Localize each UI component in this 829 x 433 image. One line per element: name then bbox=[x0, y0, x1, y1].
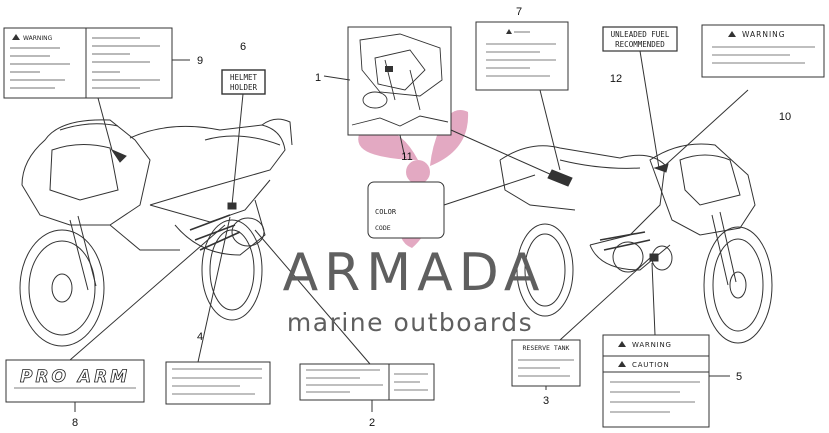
callout-numbers: 1 2 3 4 5 6 7 8 9 10 11 12 bbox=[72, 6, 791, 429]
watermark: ARMADA marine outboards bbox=[283, 243, 546, 337]
label-1-schematic-decal bbox=[347, 26, 452, 136]
callout-2: 2 bbox=[369, 417, 375, 429]
callout-4: 4 bbox=[197, 331, 203, 343]
label-12-unleaded-fuel-decal: UNLEADED FUEL RECOMMENDED bbox=[602, 26, 678, 52]
label-2-decal bbox=[299, 363, 435, 401]
label-10-warning-text: WARNING bbox=[742, 30, 786, 39]
callout-1: 1 bbox=[315, 72, 321, 84]
label-4-decal bbox=[165, 361, 271, 405]
callout-8: 8 bbox=[72, 417, 78, 429]
callout-9: 9 bbox=[197, 55, 203, 67]
reserve-tank-text: RESERVE TANK bbox=[523, 344, 570, 352]
unleaded-line1: UNLEADED FUEL bbox=[611, 30, 670, 39]
label-3-reserve-tank-decal: RESERVE TANK bbox=[511, 339, 581, 387]
watermark-tagline: marine outboards bbox=[287, 308, 533, 337]
label-6-helmet-holder-decal: HELMET HOLDER bbox=[221, 69, 266, 95]
callout-3: 3 bbox=[543, 395, 549, 407]
unleaded-line2: RECOMMENDED bbox=[615, 40, 665, 49]
color-code-line1: COLOR bbox=[375, 208, 397, 216]
callout-10: 10 bbox=[779, 111, 791, 123]
color-code-line2: CODE bbox=[375, 224, 391, 232]
label-11-color-code-decal: COLOR CODE bbox=[367, 181, 445, 239]
label-9-warning-text: WARNING bbox=[23, 35, 53, 42]
label-10-warning-decal: WARNING bbox=[701, 24, 825, 78]
pro-arm-text: PRO ARM bbox=[20, 367, 130, 387]
leader-lines bbox=[69, 50, 749, 412]
right-motorcycle-illustration bbox=[499, 143, 773, 344]
left-motorcycle-illustration bbox=[19, 118, 293, 347]
label-5-warning-caution-decal: WARNING CAUTION bbox=[602, 334, 710, 428]
label-5-caution-text: CAUTION bbox=[632, 361, 670, 369]
callout-6: 6 bbox=[240, 41, 246, 53]
callout-12: 12 bbox=[610, 73, 622, 85]
helmet-holder-line2: HOLDER bbox=[230, 83, 258, 92]
label-9-warning-decal: WARNING bbox=[3, 27, 173, 99]
callout-11: 11 bbox=[401, 151, 412, 163]
callout-7: 7 bbox=[516, 6, 522, 18]
callout-5: 5 bbox=[736, 371, 742, 383]
label-8-pro-arm-decal: PRO ARM bbox=[5, 359, 145, 403]
watermark-brand: ARMADA bbox=[283, 243, 546, 303]
label-7-decal bbox=[475, 21, 569, 91]
helmet-holder-line1: HELMET bbox=[230, 73, 258, 82]
label-5-warning-text: WARNING bbox=[632, 341, 672, 349]
